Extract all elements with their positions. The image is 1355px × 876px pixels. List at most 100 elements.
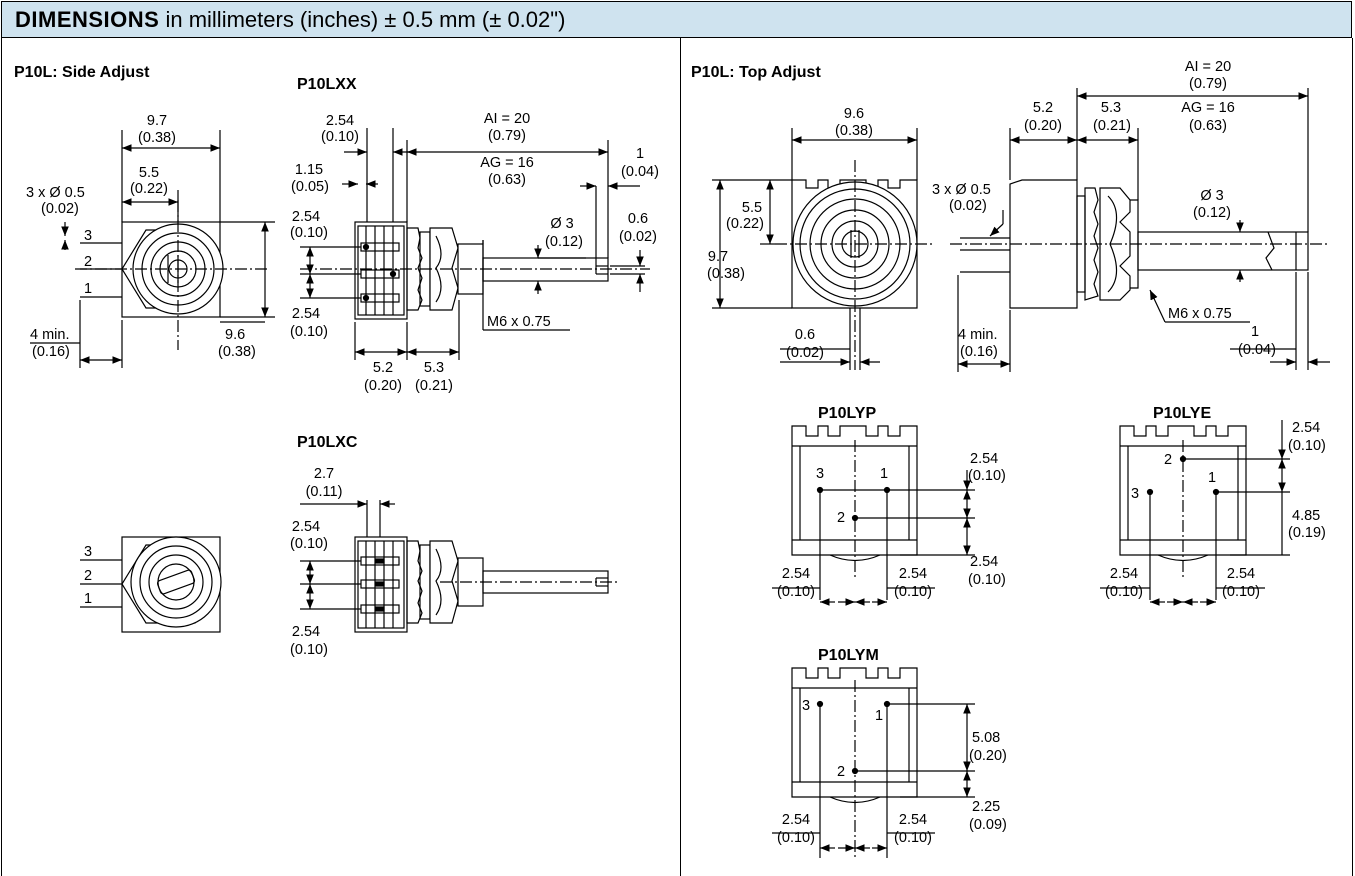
lym-v1-in: (0.20) xyxy=(969,748,1007,764)
top-front-view xyxy=(712,128,935,370)
lxx-min4: 4 min. xyxy=(30,327,70,343)
top-h97-in: (0.38) xyxy=(707,266,745,282)
top-pin: 3 x Ø 0.5 xyxy=(932,182,991,198)
lxx-m6: M6 x 0.75 xyxy=(487,314,551,330)
lxx-ai: AI = 20 xyxy=(484,111,530,127)
lym-hl-in: (0.10) xyxy=(777,830,815,846)
lxc-pin2: 2 xyxy=(84,568,92,584)
lyp-p3: 3 xyxy=(816,466,824,482)
lxx-ag: AG = 16 xyxy=(480,155,534,171)
lxx-d53-in: (0.21) xyxy=(415,378,453,394)
lxc-d254b: 2.54 xyxy=(292,624,320,640)
top-h55: 5.5 xyxy=(742,200,762,216)
top-w96-in: (0.38) xyxy=(835,123,873,139)
lxx-min4-in: (0.16) xyxy=(32,344,70,360)
lym-hr: 2.54 xyxy=(899,812,927,828)
lxx-s-254c: 2.54 xyxy=(292,306,320,322)
lxc-pin3: 3 xyxy=(84,544,92,560)
lym-p3: 3 xyxy=(802,698,810,714)
lxx-pin2: 2 xyxy=(84,254,92,270)
lym-hr-in: (0.10) xyxy=(894,830,932,846)
top-m6: M6 x 0.75 xyxy=(1168,306,1232,322)
lye-p1: 1 xyxy=(1208,470,1216,486)
lxx-d53: 5.3 xyxy=(424,360,444,376)
lxx-d1: 1 xyxy=(636,146,644,162)
lxx-dia3-in: (0.12) xyxy=(545,234,583,250)
top-d53: 5.3 xyxy=(1101,100,1121,116)
lxx-ag-in: (0.63) xyxy=(488,172,526,188)
lxx-d06-in: (0.02) xyxy=(619,229,657,245)
lye-v1: 2.54 xyxy=(1292,420,1320,436)
top-ag-in: (0.63) xyxy=(1189,118,1227,134)
lxx-w97: 9.7 xyxy=(147,113,167,129)
lye-p3: 3 xyxy=(1131,486,1139,502)
lxx-dia3: Ø 3 xyxy=(550,216,573,232)
lxx-s-254c-in: (0.10) xyxy=(290,324,328,340)
lye-v1-in: (0.10) xyxy=(1288,438,1326,454)
top-ai: AI = 20 xyxy=(1185,59,1231,75)
lxx-d1-in: (0.04) xyxy=(621,164,659,180)
lxx-h96: 9.6 xyxy=(225,327,245,343)
p10lyp-title: P10LYP xyxy=(818,405,876,422)
top-ag: AG = 16 xyxy=(1181,100,1235,116)
lxx-w55: 5.5 xyxy=(139,165,159,181)
lxx-pin1: 1 xyxy=(84,281,92,297)
lym-footprint xyxy=(772,667,975,860)
top-h97: 9.7 xyxy=(708,249,728,265)
top-side-view xyxy=(950,88,1330,372)
lxx-d52: 5.2 xyxy=(373,360,393,376)
lyp-hr: 2.54 xyxy=(899,566,927,582)
lyp-hl: 2.54 xyxy=(782,566,810,582)
lyp-hl-in: (0.10) xyxy=(777,584,815,600)
lxc-d254b-in: (0.10) xyxy=(290,642,328,658)
lxx-s-254a: 2.54 xyxy=(326,113,354,129)
p10lym-title: P10LYM xyxy=(818,647,879,664)
lyp-v2: 2.54 xyxy=(970,554,998,570)
top-dia3-in: (0.12) xyxy=(1193,205,1231,221)
lxx-w97-in: (0.38) xyxy=(138,130,176,146)
lxx-ai-in: (0.79) xyxy=(488,128,526,144)
lxx-pin-in: (0.02) xyxy=(41,201,79,217)
lxx-pin3: 3 xyxy=(84,228,92,244)
lym-v1: 5.08 xyxy=(972,730,1000,746)
top-pin-in: (0.02) xyxy=(949,198,987,214)
top-d1-in: (0.04) xyxy=(1238,342,1276,358)
header-title: DIMENSIONS in millimeters (inches) ± 0.5… xyxy=(15,7,565,33)
lye-hr: 2.54 xyxy=(1227,566,1255,582)
p10lye-title: P10LYE xyxy=(1153,405,1211,422)
lxx-w55-in: (0.22) xyxy=(130,181,168,197)
lym-p2: 2 xyxy=(837,764,845,780)
lye-v2-in: (0.19) xyxy=(1288,525,1326,541)
lxc-d254a-in: (0.10) xyxy=(290,536,328,552)
lxx-pin: 3 x Ø 0.5 xyxy=(26,185,85,201)
lxx-h96-in: (0.38) xyxy=(218,344,256,360)
lxc-pin1: 1 xyxy=(84,591,92,607)
p10lxc-title: P10LXC xyxy=(297,434,358,451)
lyp-p1: 1 xyxy=(880,466,888,482)
top-d53-in: (0.21) xyxy=(1093,118,1131,134)
lyp-v2-in: (0.10) xyxy=(968,572,1006,588)
top-min4-in: (0.16) xyxy=(960,344,998,360)
lxx-front-view xyxy=(30,130,275,368)
lyp-p2: 2 xyxy=(837,510,845,526)
lyp-footprint xyxy=(772,425,975,606)
top-d06-in: (0.02) xyxy=(786,345,824,361)
lxx-d52-in: (0.20) xyxy=(364,378,402,394)
lxc-d254a: 2.54 xyxy=(292,519,320,535)
lye-v2: 4.85 xyxy=(1292,508,1320,524)
top-adjust-title: P10L: Top Adjust xyxy=(691,64,821,81)
top-h55-in: (0.22) xyxy=(726,216,764,232)
top-dia3: Ø 3 xyxy=(1200,188,1223,204)
lxx-s-254b-in: (0.10) xyxy=(290,225,328,241)
side-adjust-title: P10L: Side Adjust xyxy=(14,64,150,81)
top-ai-in: (0.79) xyxy=(1189,76,1227,92)
lxx-s-115: 1.15 xyxy=(295,162,323,178)
lxx-d06: 0.6 xyxy=(628,211,648,227)
lym-p1: 1 xyxy=(875,708,883,724)
lyp-v1: 2.54 xyxy=(970,451,998,467)
lxc-side-view xyxy=(300,500,620,633)
lym-v2-in: (0.09) xyxy=(969,817,1007,833)
lxx-s-254b: 2.54 xyxy=(292,209,320,225)
